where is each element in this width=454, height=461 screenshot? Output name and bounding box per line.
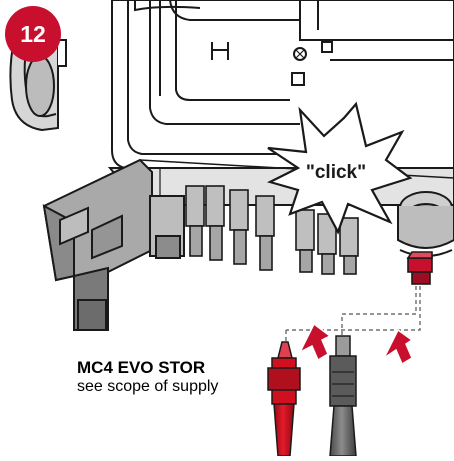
guide-lines (285, 286, 421, 342)
insertion-arrow-icon (298, 322, 332, 362)
connector-label-title: MC4 EVO STOR (77, 358, 206, 377)
inverter-housing (111, 0, 454, 169)
mc4-socket-4 (255, 195, 275, 271)
storage-port (397, 191, 454, 257)
step-number-badge: 12 (5, 6, 61, 62)
connector-label: MC4 EVO STOR see scope of supply (77, 358, 218, 396)
gland-bracket (42, 158, 185, 331)
mc4-socket-1 (185, 185, 205, 257)
click-starburst-icon (266, 101, 413, 235)
connector-label-subtitle: see scope of supply (77, 378, 219, 395)
mc4-socket-7 (339, 217, 359, 275)
mc4-socket-6 (317, 213, 337, 275)
mc4-socket-2 (205, 185, 225, 261)
red-connector-installed (406, 251, 433, 285)
mc4-socket-row (185, 185, 359, 275)
click-callout-text: "click" (306, 162, 366, 183)
red-cable-plug (267, 341, 301, 457)
gray-cable-plug (329, 335, 357, 457)
insertion-arrow-icon (382, 328, 414, 366)
mc4-socket-5 (295, 209, 315, 273)
mc4-socket-3 (229, 189, 249, 265)
